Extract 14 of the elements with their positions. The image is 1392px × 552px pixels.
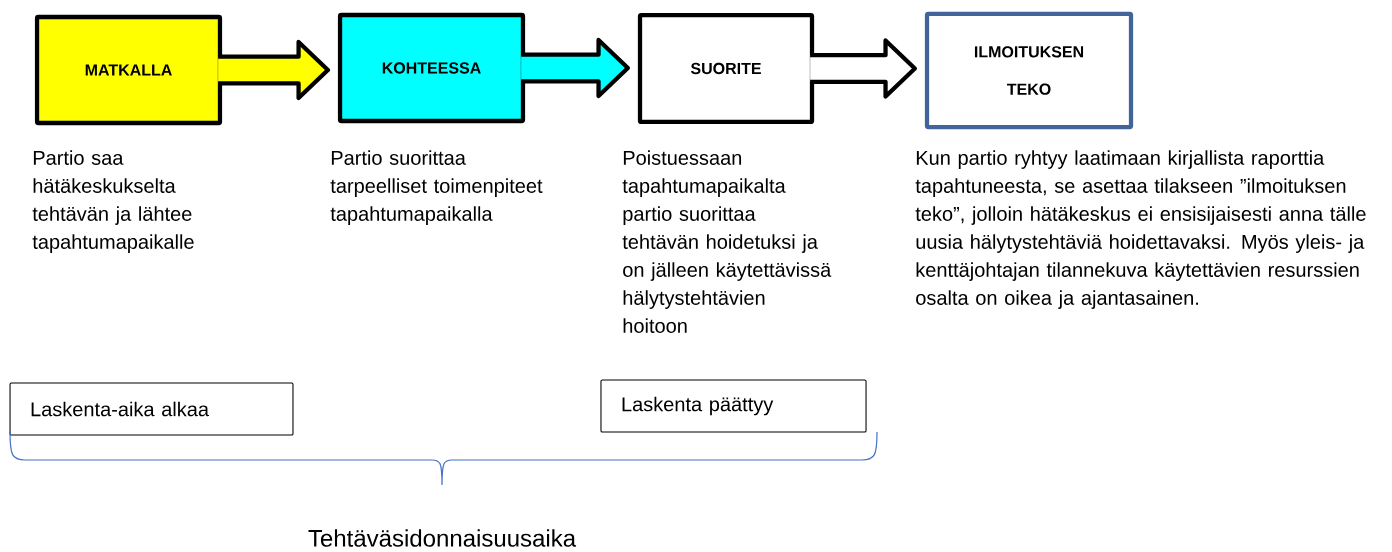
block-arrow <box>215 39 331 101</box>
description-text: Partio suorittaa tarpeelliset toimenpiteet tapahtumapaikalla <box>330 150 543 225</box>
process-box: ILMOITUKSEN TEKO <box>924 11 1134 130</box>
process-box: SUORITE <box>637 12 815 125</box>
description-text: Partio saa hätäkeskukselta tehtävän ja lähtee tapahtumapaikalle <box>32 150 194 253</box>
description-text: Kun partio ryhtyy laatimaan kirjallista raporttia tapahtuneesta, se asettaa tilakseen ”ilmoituksen teko”, jolloin hätäkeskus ei ensisijaisesti anna tälle uusia hälytystehtäviä hoidettavaksi. Myös yleis- ja kenttäjohtajan tilannekuva käytettävien resurssien osalta on oikea ja ajantasainen. <box>915 150 1366 309</box>
brace-label: Tehtäväsidonnaisuusaika <box>308 529 577 547</box>
process-box: KOHTEESSA <box>337 12 526 124</box>
block-arrow <box>518 37 630 99</box>
text-box: Laskenta päättyy <box>600 379 867 433</box>
text-box: Laskenta-aika alkaa <box>9 382 294 436</box>
process-box: MATKALLA <box>34 14 223 126</box>
block-arrow <box>808 38 917 99</box>
description-text: Poistuessaan tapahtumapaikalta partio suorittaa tehtävän hoidetuksi ja on jälleen käytettävissä hälytystehtävien hoitoon <box>622 150 832 333</box>
